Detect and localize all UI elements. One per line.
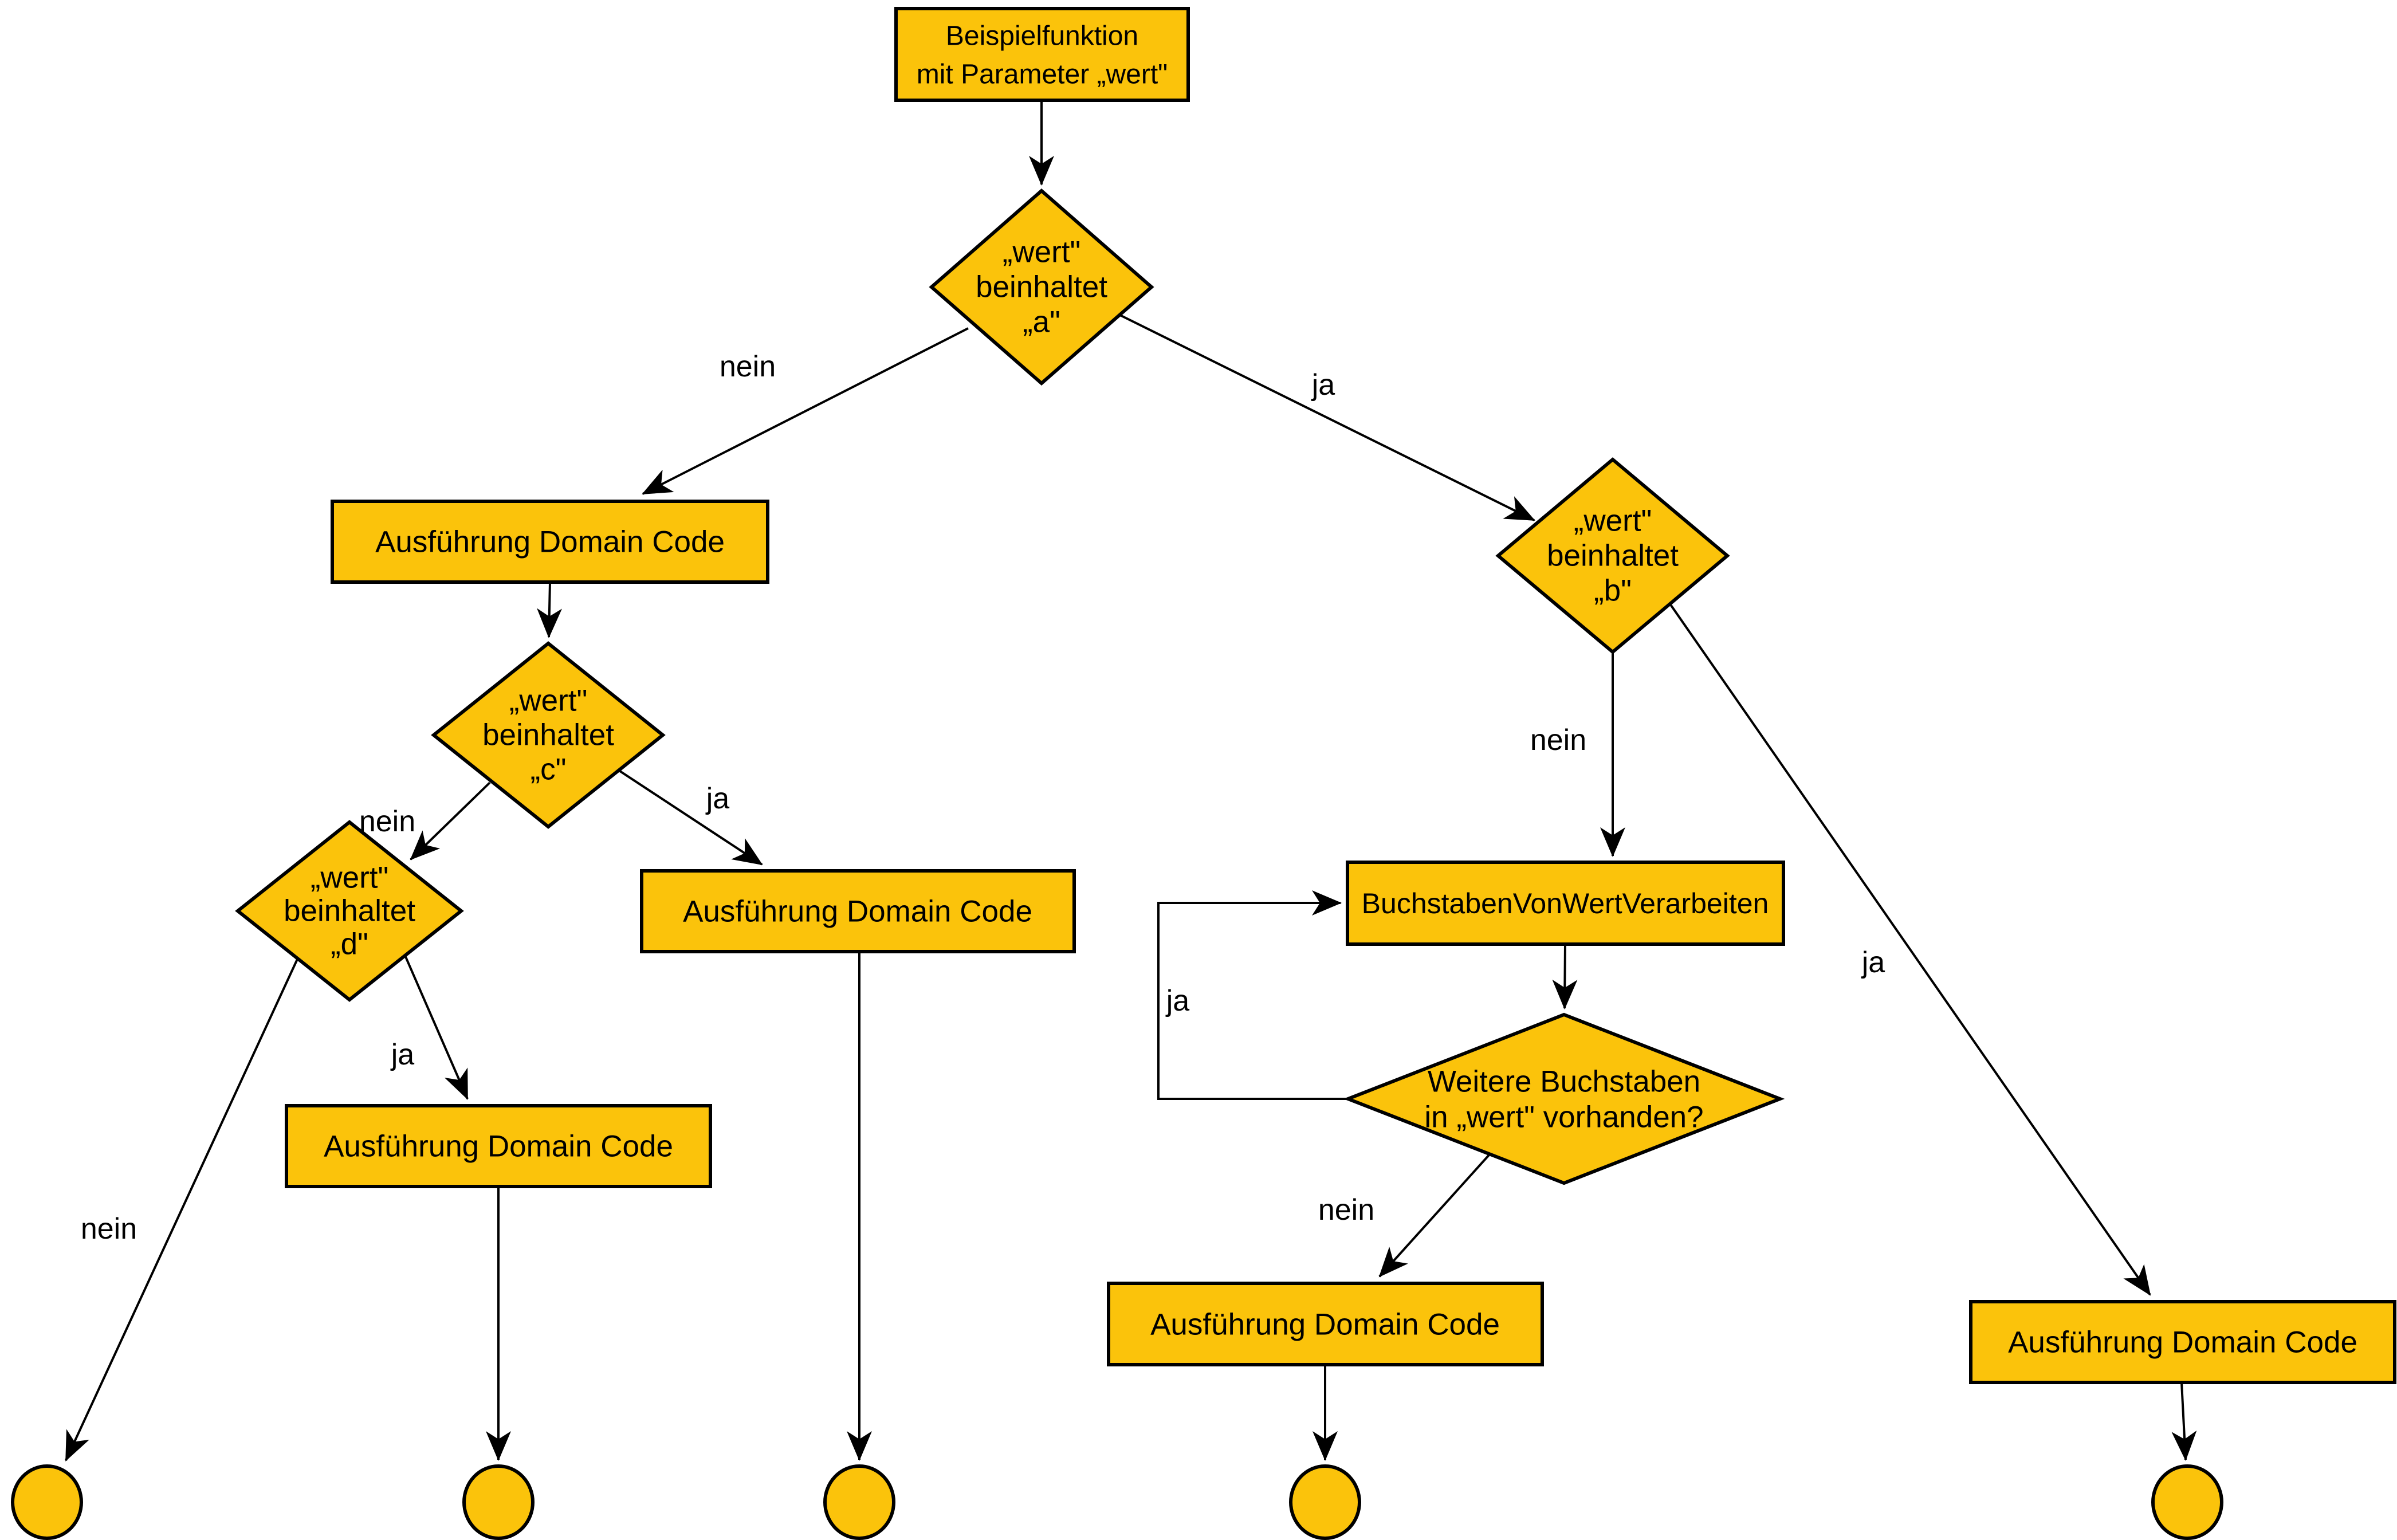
edge-exec-to-check-c xyxy=(537,582,563,638)
node-exec-c-ja xyxy=(640,869,1076,953)
node-check-more-letters xyxy=(1343,1012,1785,1185)
node-check-c-line1: „wert" xyxy=(509,684,588,718)
node-check-b-line2: beinhaltet xyxy=(1547,539,1679,573)
node-start-line2: mit Parameter „wert" xyxy=(917,60,1168,90)
node-check-a-line1: „wert" xyxy=(1003,235,1081,269)
node-exec-a-nein xyxy=(331,500,769,584)
node-exec-b-ja-label: Ausführung Domain Code xyxy=(2008,1326,2357,1360)
node-check-b-line3: „b" xyxy=(1594,574,1632,608)
edge-label-loop-ja: ja xyxy=(1165,984,1190,1017)
node-check-d-line2: beinhaltet xyxy=(284,894,415,928)
edge-check-more-nein-to-exec xyxy=(1378,1153,1491,1278)
node-exec-a-nein-label: Ausführung Domain Code xyxy=(375,525,725,559)
node-process-letters-label: BuchstabenVonWertVerarbeiten xyxy=(1362,887,1769,920)
node-start-line1: Beispielfunktion xyxy=(946,21,1138,52)
edge-label-more-nein: nein xyxy=(1318,1193,1374,1227)
node-check-c-line3: „c" xyxy=(531,753,567,787)
node-check-d xyxy=(235,820,464,1002)
edge-check-a-ja-to-check-b xyxy=(1119,314,1535,521)
edge-exec-to-end-5 xyxy=(2171,1382,2197,1461)
node-exec-d-ja xyxy=(285,1104,712,1188)
edge-check-c-nein-to-check-d xyxy=(410,781,491,861)
edge-check-d-nein-to-end xyxy=(65,957,299,1462)
node-check-c-line2: beinhaltet xyxy=(482,718,614,752)
node-check-b-line1: „wert" xyxy=(1574,504,1652,538)
edge-label-a-ja: ja xyxy=(1311,368,1335,402)
edge-check-d-ja-to-exec xyxy=(404,956,469,1100)
edge-label-b-ja: ja xyxy=(1861,946,1885,979)
node-start xyxy=(894,7,1190,102)
node-check-more-line1: Weitere Buchstaben xyxy=(1428,1065,1700,1099)
node-check-d-line3: „d" xyxy=(331,928,368,961)
node-process-letters xyxy=(1346,861,1785,946)
edge-label-d-nein: nein xyxy=(81,1212,137,1246)
edge-label-d-ja: ja xyxy=(390,1038,415,1071)
node-check-a-line3: „a" xyxy=(1023,305,1060,339)
edge-label-b-nein: nein xyxy=(1530,724,1586,757)
node-check-a xyxy=(929,188,1154,386)
node-exec-loop-done-label: Ausführung Domain Code xyxy=(1150,1308,1500,1342)
node-exec-c-ja-label: Ausführung Domain Code xyxy=(683,895,1032,929)
node-check-more-line2: in „wert" vorhanden? xyxy=(1424,1101,1703,1134)
node-exec-loop-done xyxy=(1107,1282,1544,1366)
edge-check-c-ja-to-exec xyxy=(612,765,763,866)
node-end-4 xyxy=(1289,1464,1361,1540)
edge-label-a-nein: nein xyxy=(720,350,776,383)
node-end-1 xyxy=(11,1464,83,1540)
edge-check-b-ja-to-exec xyxy=(1669,603,2151,1296)
edge-label-c-nein: nein xyxy=(359,805,415,838)
edge-check-more-ja-loop xyxy=(1157,890,1348,1100)
node-check-b xyxy=(1495,457,1730,654)
edge-label-c-ja: ja xyxy=(705,782,730,815)
node-exec-d-ja-label: Ausführung Domain Code xyxy=(324,1130,673,1164)
node-check-d-line1: „wert" xyxy=(311,861,389,895)
node-check-c xyxy=(431,641,666,829)
node-check-a-line2: beinhaltet xyxy=(976,270,1107,304)
node-end-2 xyxy=(462,1464,535,1540)
node-exec-b-ja xyxy=(1969,1300,2396,1384)
edge-check-a-nein-to-exec xyxy=(642,327,969,495)
node-end-5 xyxy=(2151,1464,2223,1540)
node-end-3 xyxy=(823,1464,895,1540)
